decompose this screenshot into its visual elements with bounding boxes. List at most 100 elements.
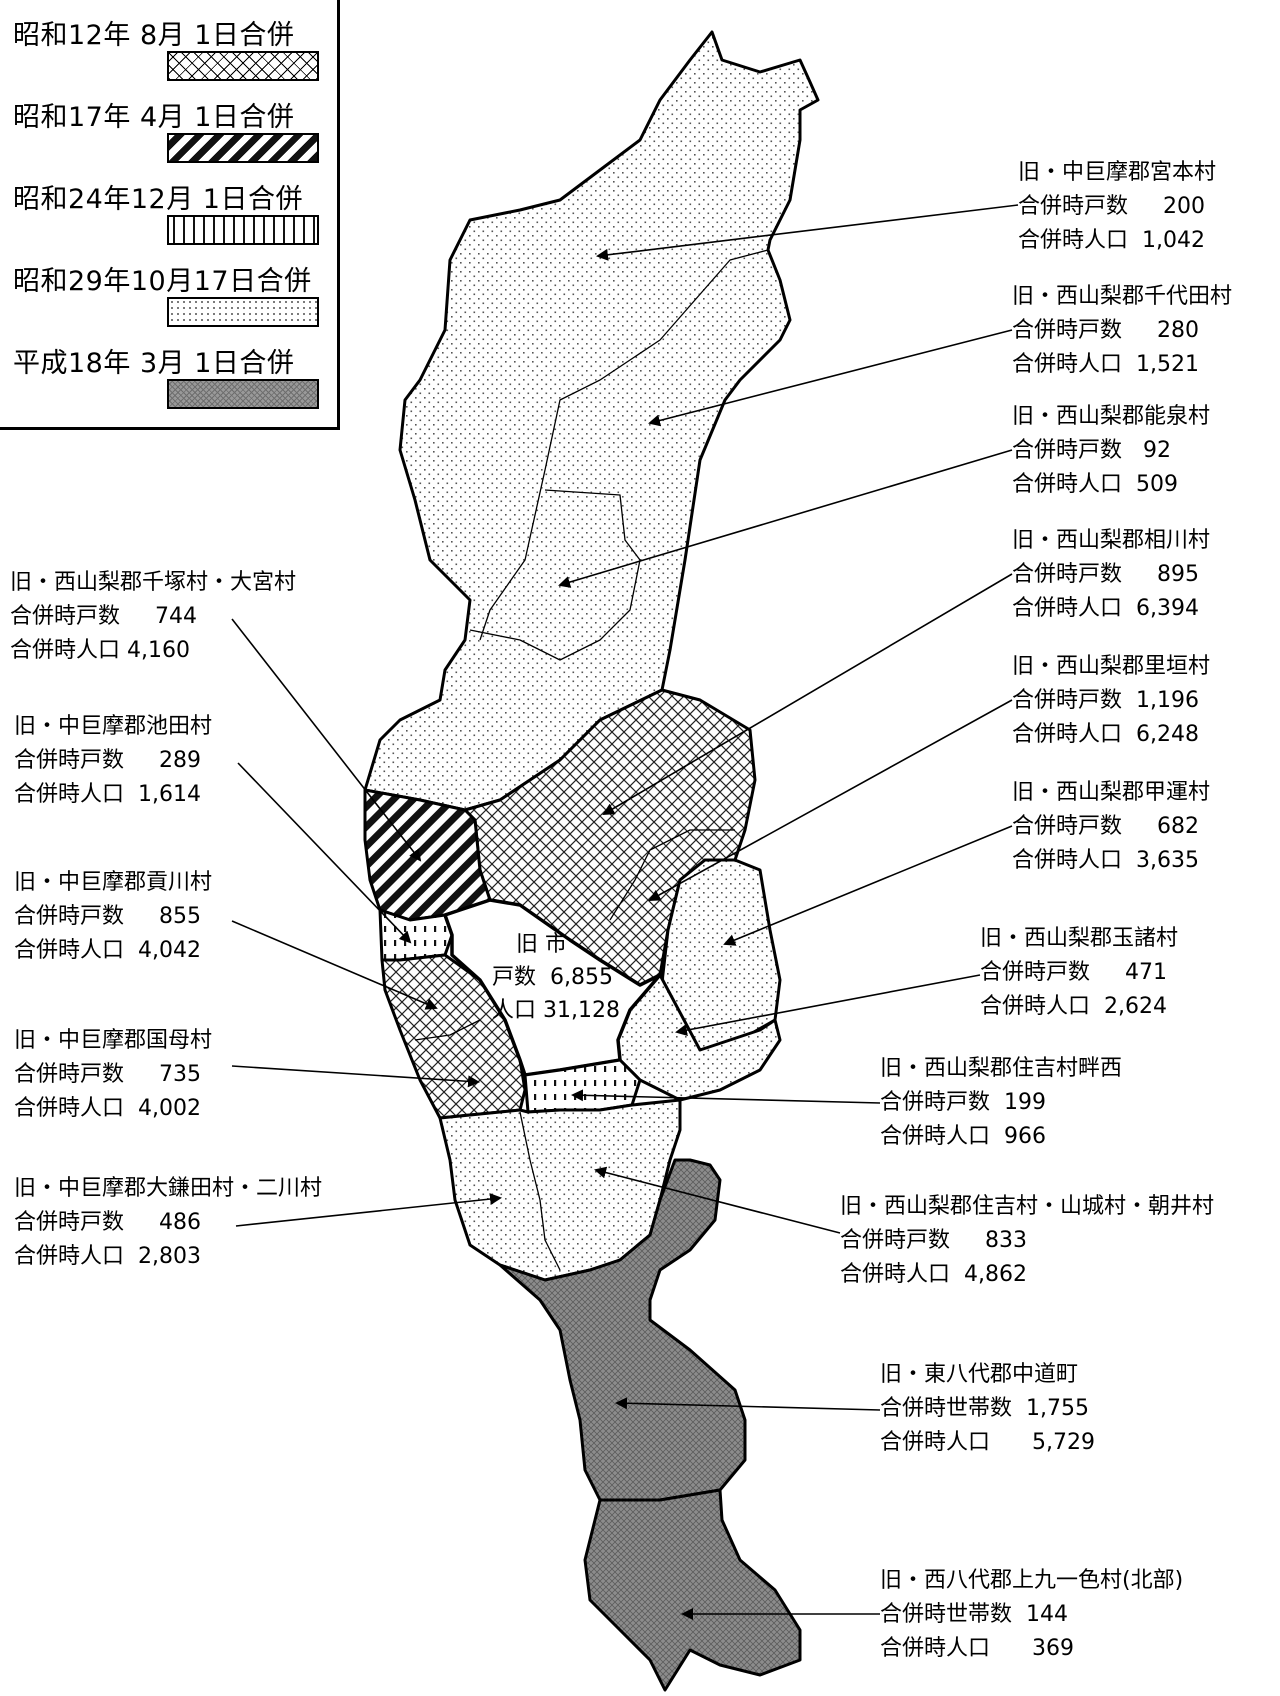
region-name: 旧・中巨摩郡大鎌田村・二川村 xyxy=(14,1176,323,1201)
region-name: 旧・中巨摩郡貢川村 xyxy=(14,870,213,895)
region-name: 旧・中巨摩郡池田村 xyxy=(14,714,213,739)
households-value: 1,196 xyxy=(1136,688,1199,713)
region-heisei18-nakamichi xyxy=(498,1158,747,1502)
region-name: 旧・西山梨郡住吉村・山城村・朝井村 xyxy=(840,1194,1215,1219)
population-label: 合併時人口 xyxy=(1012,848,1123,873)
population-value: 3,635 xyxy=(1136,848,1199,873)
region-name: 旧・西山梨郡玉諸村 xyxy=(980,926,1179,951)
households-label: 合併時戸数 xyxy=(14,904,125,929)
households-label: 合併時世帯数 xyxy=(880,1602,1013,1627)
callout-nosen: 旧・西山梨郡能泉村 合併時戸数 92 合併時人口 509 xyxy=(1012,400,1210,502)
leader-azenishi xyxy=(571,1089,881,1104)
population-value: 6,394 xyxy=(1136,596,1199,621)
callout-aikawa: 旧・西山梨郡相川村 合併時戸数 895 合併時人口 6,394 xyxy=(1012,524,1210,626)
households-label: 合併時戸数 xyxy=(1018,194,1129,219)
population-value: 4,042 xyxy=(138,938,201,963)
population-label: 合併時人口 xyxy=(1018,228,1129,253)
population-label: 合併時人口 xyxy=(1012,352,1123,377)
region-heisei18-kamikuishiki xyxy=(583,1488,802,1692)
region-name: 旧・中巨摩郡国母村 xyxy=(14,1028,213,1053)
old-city-households: 6,855 xyxy=(550,965,613,990)
households-value: 735 xyxy=(158,1062,201,1087)
old-city-population: 31,128 xyxy=(543,998,620,1023)
population-value: 509 xyxy=(1136,472,1179,497)
population-label: 合併時人口 xyxy=(880,1124,991,1149)
population-label: 合併時人口 xyxy=(980,994,1091,1019)
legend-swatch-stripes xyxy=(167,133,319,163)
old-city-population-label: 人口 xyxy=(492,998,537,1023)
leader-satogaki xyxy=(648,699,1013,901)
region-name: 旧・西山梨郡甲運村 xyxy=(1012,780,1211,805)
population-value: 2,803 xyxy=(138,1244,201,1269)
households-label: 合併時世帯数 xyxy=(880,1396,1013,1421)
region-name: 旧・西山梨郡千塚村・大宮村 xyxy=(10,570,297,595)
households-value: 486 xyxy=(158,1210,201,1235)
leader-tamamoro xyxy=(675,974,981,1037)
boundary-south xyxy=(519,1111,561,1271)
households-label: 合併時戸数 xyxy=(1012,688,1123,713)
households-value: 895 xyxy=(1156,562,1199,587)
households-value: 92 xyxy=(1143,438,1171,463)
leader-chizuka-omiya xyxy=(231,618,422,862)
population-label: 合併時人口 xyxy=(14,782,125,807)
leader-chiyoda xyxy=(648,329,1013,427)
leader-aikawa xyxy=(602,573,1013,816)
population-value: 966 xyxy=(1004,1124,1047,1149)
population-label: 合併時人口 xyxy=(880,1636,991,1661)
leader-nosen xyxy=(558,449,1013,588)
population-value: 1,521 xyxy=(1136,352,1199,377)
boundary-nosen xyxy=(469,489,641,661)
households-label: 合併時戸数 xyxy=(14,1210,125,1235)
population-label: 合併時人口 xyxy=(1012,472,1123,497)
population-label: 合併時人口 xyxy=(880,1430,991,1455)
callout-ikeda: 旧・中巨摩郡池田村 合併時戸数 289 合併時人口 1,614 xyxy=(14,710,212,812)
boundary-satogaki xyxy=(609,829,735,921)
population-value: 1,042 xyxy=(1142,228,1205,253)
callout-satogaki: 旧・西山梨郡里垣村 合併時戸数 1,196 合併時人口 6,248 xyxy=(1012,650,1210,752)
old-city-households-label: 戸数 xyxy=(492,965,537,990)
population-label: 合併時人口 xyxy=(10,638,121,663)
households-label: 合併時戸数 xyxy=(10,604,121,629)
legend-swatch-vdash xyxy=(167,215,319,245)
legend-swatch-dots xyxy=(167,297,319,327)
population-value: 5,729 xyxy=(1031,1430,1095,1455)
legend-label-2: 昭和17年 4月 1日合併 xyxy=(13,102,295,133)
region-name: 旧・西山梨郡千代田村 xyxy=(1012,284,1233,309)
population-value: 4,160 xyxy=(127,638,190,663)
callout-kubo: 旧・中巨摩郡国母村 合併時戸数 735 合併時人口 4,002 xyxy=(14,1024,212,1126)
legend: 昭和12年 8月 1日合併 昭和17年 4月 1日合併 昭和24年12月 1日合… xyxy=(0,0,340,430)
callout-sumiyoshi-yamashiro-asai: 旧・西山梨郡住吉村・山城村・朝井村 合併時戸数 833 合併時人口 4,862 xyxy=(840,1190,1214,1292)
leader-miyamoto xyxy=(596,204,1019,261)
households-value: 1,755 xyxy=(1026,1396,1089,1421)
population-value: 4,862 xyxy=(964,1262,1027,1287)
leader-koun xyxy=(723,825,1013,946)
region-showa29-south xyxy=(438,1098,682,1282)
legend-label-5: 平成18年 3月 1日合併 xyxy=(13,348,295,379)
households-value: 855 xyxy=(158,904,201,929)
callout-miyamoto: 旧・中巨摩郡宮本村 合併時戸数 200 合併時人口 1,042 xyxy=(1018,156,1216,258)
callout-kamikuishiki: 旧・西八代郡上九一色村(北部) 合併時世帯数 144 合併時人口 369 xyxy=(880,1564,1183,1666)
old-city-label: 旧 市 戸数 6,855 人口 31,128 xyxy=(492,928,620,1027)
region-name: 旧・中巨摩郡宮本村 xyxy=(1018,160,1217,185)
households-value: 682 xyxy=(1156,814,1199,839)
region-old-city xyxy=(443,898,662,1077)
callout-kaisen: 旧・中巨摩郡貢川村 合併時戸数 855 合併時人口 4,042 xyxy=(14,866,212,968)
region-name: 旧・東八代郡中道町 xyxy=(880,1362,1079,1387)
callout-tamamoro: 旧・西山梨郡玉諸村 合併時戸数 471 合併時人口 2,624 xyxy=(980,922,1178,1024)
old-city-name: 旧 市 xyxy=(516,932,567,957)
callout-azenishi: 旧・西山梨郡住吉村畔西 合併時戸数 199 合併時人口 966 xyxy=(880,1052,1122,1154)
households-value: 199 xyxy=(1004,1090,1047,1115)
households-value: 280 xyxy=(1156,318,1199,343)
boundary-chiyoda xyxy=(479,249,769,641)
callout-koun: 旧・西山梨郡甲運村 合併時戸数 682 合併時人口 3,635 xyxy=(1012,776,1210,878)
leader-kaisen xyxy=(231,920,438,1010)
households-value: 744 xyxy=(154,604,197,629)
legend-swatch-gray xyxy=(167,379,319,409)
leader-okamata xyxy=(235,1193,502,1227)
households-value: 289 xyxy=(158,748,201,773)
callout-nakamichi: 旧・東八代郡中道町 合併時世帯数 1,755 合併時人口 5,729 xyxy=(880,1358,1095,1460)
region-name: 旧・西山梨郡住吉村畔西 xyxy=(880,1056,1123,1081)
households-value: 144 xyxy=(1026,1602,1069,1627)
households-label: 合併時戸数 xyxy=(1012,562,1123,587)
callout-okamata-futakawa: 旧・中巨摩郡大鎌田村・二川村 合併時戸数 486 合併時人口 2,803 xyxy=(14,1172,322,1274)
